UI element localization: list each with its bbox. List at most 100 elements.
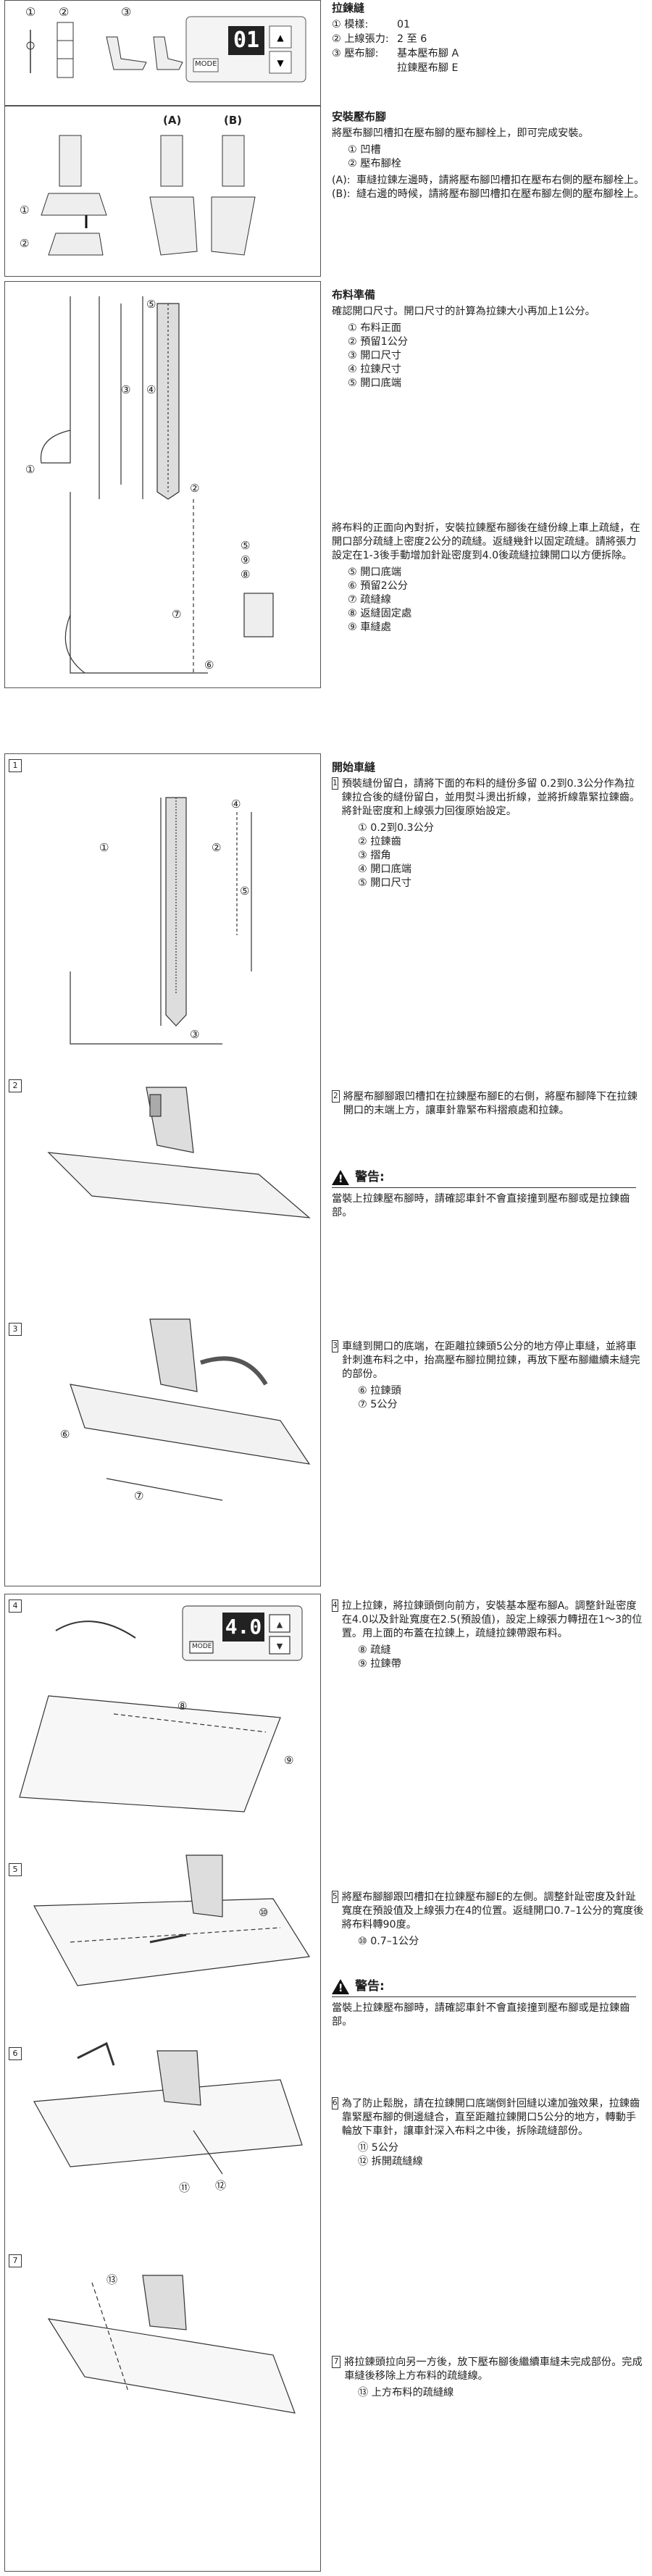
fabric-prep-illustration [40,296,274,674]
list-item: ⑪ 5公分 [358,2142,399,2154]
attach-items: ① 凹槽 ② 壓布腳栓 [332,143,645,171]
setting-key: ① 模樣: [332,19,369,30]
section-title: 拉鍊縫 [332,1,365,14]
callout-1: ① [99,841,109,854]
list-item: ③ 開口尺寸 [348,350,401,361]
warning-icon [332,1170,349,1187]
step-5-items: ⑩ 0.7–1公分 [332,1935,645,1949]
warning-text: 當裝上拉鍊壓布腳時，請確認車針不會直接撞到壓布腳或是拉鍊齒部。 [332,2002,630,2028]
step-number: 4 [332,1599,338,1612]
start-title: 開始車縫 [332,761,376,774]
callout-12: ⑫ [215,2179,227,2192]
callout-3: ③ [121,383,131,396]
stitch-length-display: 4.0 [222,1613,264,1642]
list-item: ⑦ 5公分 [358,1399,398,1410]
callout-9: ⑨ [241,553,251,566]
svg-text:▲: ▲ [277,1620,283,1629]
step-3-items: ⑥ 拉鍊頭 ⑦ 5公分 [332,1384,645,1412]
step-6-items: ⑪ 5公分 ⑫ 拆開疏縫線 [332,2141,645,2169]
note-text: 車縫拉鍊左邊時，請將壓布腳凹槽扣在壓布右側的壓布腳栓上。 [356,175,645,186]
callout-11: ⑪ [179,2181,191,2194]
list-item: ⑥ 預留2公分 [348,580,409,592]
callout-5b: ⑤ [241,539,251,552]
step-number: 1 [332,777,338,790]
warning-box-2: 警告: 當裝上拉鍊壓布腳時，請確認車針不會直接撞到壓布腳或是拉鍊齒部。 [332,1979,636,2029]
svg-text:▼: ▼ [277,58,284,68]
step-number: 6 [332,2097,338,2109]
setting-key [332,62,397,75]
settings-illustration: ▲ ▼ [26,16,306,83]
pattern-display: 01 [228,26,264,55]
step-number: 3 [332,1340,339,1352]
prep-items: ① 布料正面 ② 預留1公分 ③ 開口尺寸 ④ 拉鍊尺寸 ⑤ 開口底端 [332,322,645,390]
settings-list: ① 模樣:01 ② 上線張力:2 至 6 ③ 壓布腳:基本壓布腳 A 拉鍊壓布腳… [332,18,645,75]
step-4-body: 拉上拉鍊，將拉鍊頭倒向前方，安裝基本壓布腳A。調整針趾密度在4.0以及針趾寬度在… [341,1600,643,1639]
step-badge-1: 1 [9,759,22,772]
prep-items-2: ⑤ 開口底端 ⑥ 預留2公分 ⑦ 疏縫線 ⑧ 返縫固定處 ⑨ 車縫處 [332,566,645,635]
note-b: (B): 縫右邊的時候，請將壓布腳凹槽扣在壓布腳左側的壓布腳栓上。 [332,188,645,201]
callout-2: ② [212,841,222,854]
step-2-body: 將壓布腳腳跟凹槽扣在拉鍊壓布腳E的右側，將壓布腳降下在拉鍊開口的末端上方，讓車針… [343,1091,638,1116]
callout-2: ② [59,5,70,19]
list-item: ① 凹槽 [348,144,381,156]
step-5-body: 將壓布腳腳跟凹槽扣在拉鍊壓布腳E的左側。調整針趾密度及針趾寬度在預設值及上線張力… [341,1891,644,1931]
fig-label-a: (A) [163,114,182,127]
list-item: ⑤ 開口底端 [348,566,401,578]
note-label: (B): [332,188,351,200]
steps-1-3-illustration [47,797,311,1501]
step-1-items: ① 0.2到0.3公分 ② 拉鍊齒 ③ 摺角 ④ 開口底端 ⑤ 開口尺寸 [332,821,645,890]
callout-3: ③ [121,5,132,19]
list-item: ⑬ 上方布料的疏縫線 [358,2387,454,2399]
list-item: ⑨ 拉鍊帶 [358,1658,401,1670]
step-3-body: 車縫到開口的底端，在距離拉鍊頭5公分的地方停止車縫，並將車針刺進布料之中，抬高壓… [342,1341,640,1380]
step-4-items: ⑧ 疏縫 ⑨ 拉鍊帶 [332,1644,645,1671]
callout-2: ② [190,482,200,495]
attach-foot-text: 安裝壓布腳 將壓布腳凹槽扣在壓布腳的壓布腳栓上，即可完成安裝。 ① 凹槽 ② 壓… [332,110,645,201]
warning-box-1: 警告: 當裝上拉鍊壓布腳時，請確認車針不會直接撞到壓布腳或是拉鍊齒部。 [332,1170,636,1220]
step-badge-4: 4 [9,1599,22,1613]
note-text: 縫右邊的時候，請將壓布腳凹槽扣在壓布腳左側的壓布腳栓上。 [356,188,645,200]
svg-text:▼: ▼ [277,1642,283,1651]
callout-4: ④ [146,383,156,396]
list-item: ⑫ 拆開疏縫線 [358,2156,423,2167]
mode-label: MODE [192,1643,212,1650]
warning-title: 警告: [355,1979,385,1994]
fabric-prep-figure: ① ② ③ ④ ⑤ ⑤ ⑥ ⑦ ⑧ ⑨ [4,281,321,688]
attach-foot-figure: ① ② (A) (B) [4,106,321,277]
step-badge-2: 2 [9,1079,22,1092]
setting-value: 2 至 6 [397,33,427,45]
callout-1: ① [25,5,36,19]
steps-1-3-figure: ① ② ③ ④ ⑤ ⑥ ⑦ [4,753,321,1586]
callout-7: ⑦ [172,608,182,621]
step-7-items: ⑬ 上方布料的疏縫線 [332,2386,645,2400]
attach-foot-illustration [41,135,256,256]
prep-body: 確認開口尺寸。開口尺寸的計算為拉鍊大小再加上1公分。 [332,306,595,317]
list-item: ⑧ 返縫固定處 [348,608,412,619]
list-item: ① 布料正面 [348,322,401,334]
warning-title: 警告: [355,1170,385,1184]
step-7-body: 將拉鍊頭拉向另一方後，放下壓布腳後繼續車縫未完成部份。完成車縫後移除上方布料的疏… [344,2357,643,2382]
callout-2: ② [20,237,30,250]
list-item: ② 拉鍊齒 [358,836,401,848]
callout-5: ⑤ [240,885,250,898]
callout-8: ⑧ [177,1699,188,1713]
list-item: ⑦ 疏縫線 [348,594,391,606]
callout-9: ⑨ [284,1754,294,1767]
note-label: (A): [332,175,351,186]
list-item: ② 預留1公分 [348,336,409,348]
zipper-settings: 拉鍊縫 ① 模樣:01 ② 上線張力:2 至 6 ③ 壓布腳:基本壓布腳 A 拉… [332,1,645,75]
callout-4: ④ [231,798,241,811]
svg-text:▲: ▲ [277,33,284,43]
warning-text: 當裝上拉鍊壓布腳時，請確認車針不會直接撞到壓布腳或是拉鍊齒部。 [332,1193,630,1218]
step-badge-5: 5 [9,1863,22,1876]
callout-7: ⑦ [134,1489,144,1502]
fabric-prep-text-2: 將布料的正面向內對折，安裝拉鍊壓布腳後在縫份線上車上疏縫，在開口部分疏縫上密度2… [332,522,645,635]
mode-label: MODE [195,60,217,68]
step-1-text: 預裝縫份留白，請將下面的布料的縫份多留 0.2到0.3公分作為拉鍊拉合後的縫份留… [341,778,640,817]
step-number: 2 [332,1090,340,1103]
setting-value: 拉鍊壓布腳 E [397,62,459,74]
